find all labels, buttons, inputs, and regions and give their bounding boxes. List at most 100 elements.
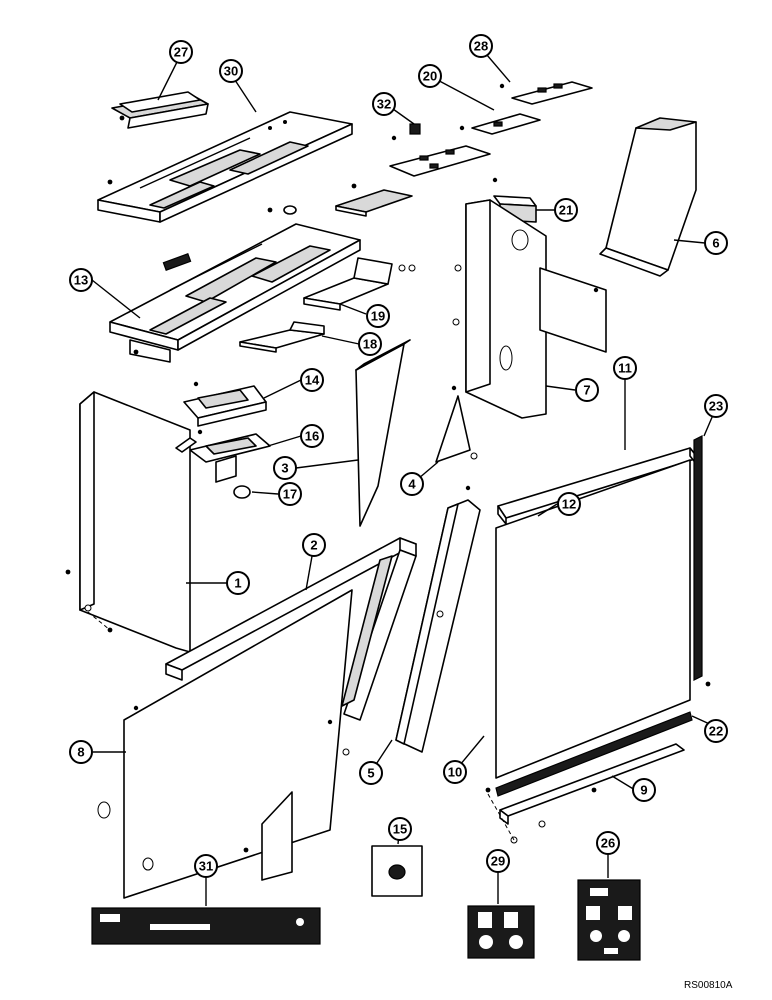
svg-text:7: 7 xyxy=(583,383,590,398)
screw-icon xyxy=(705,681,711,687)
svg-text:26: 26 xyxy=(601,836,615,851)
callout-18: 18 xyxy=(358,332,382,356)
svg-text:6: 6 xyxy=(712,236,719,251)
callout-22: 22 xyxy=(704,719,728,743)
svg-text:5: 5 xyxy=(367,766,374,781)
callout-1: 1 xyxy=(226,571,250,595)
svg-text:18: 18 xyxy=(363,337,377,352)
screw-icon xyxy=(459,125,465,131)
part-5-side-strip xyxy=(395,499,481,753)
screw-icon xyxy=(107,179,113,185)
callout-26: 26 xyxy=(596,831,620,855)
screw-icon xyxy=(133,705,139,711)
part-2-angle-channel xyxy=(165,537,417,721)
part-14-tray xyxy=(183,385,267,427)
screw-icon xyxy=(133,349,139,355)
callout-16: 16 xyxy=(300,424,324,448)
svg-text:16: 16 xyxy=(305,429,319,444)
part-31-long-panel xyxy=(91,907,321,945)
screw-icon xyxy=(197,429,203,435)
callout-21: 21 xyxy=(554,198,578,222)
svg-text:4: 4 xyxy=(408,477,416,492)
screw-icon xyxy=(593,287,599,293)
part-18-bracket xyxy=(239,321,325,353)
callout-2: 2 xyxy=(302,533,326,557)
callout-5: 5 xyxy=(359,761,383,785)
callout-9: 9 xyxy=(632,778,656,802)
callout-12: 12 xyxy=(557,492,581,516)
callout-23: 23 xyxy=(704,394,728,418)
callout-4: 4 xyxy=(400,472,424,496)
part-28-plate xyxy=(511,81,593,105)
screw-icon xyxy=(391,135,397,141)
screw-icon xyxy=(351,183,357,189)
part-8-large-panel xyxy=(97,589,353,899)
callout-19: 19 xyxy=(366,304,390,328)
svg-text:12: 12 xyxy=(562,497,576,512)
svg-text:31: 31 xyxy=(199,859,213,874)
nut-icon xyxy=(408,264,416,272)
part-1-box xyxy=(79,391,197,653)
svg-text:32: 32 xyxy=(377,97,391,112)
screw-icon xyxy=(465,485,471,491)
part-3-side-wedge xyxy=(355,339,411,527)
svg-text:17: 17 xyxy=(283,487,297,502)
svg-text:1: 1 xyxy=(234,576,241,591)
part-26-control-panel xyxy=(577,879,641,961)
screw-icon xyxy=(243,847,249,853)
svg-text:19: 19 xyxy=(371,309,385,324)
nut-icon xyxy=(470,452,478,460)
part-20-plate xyxy=(471,113,541,135)
svg-text:23: 23 xyxy=(709,399,723,414)
screw-icon xyxy=(327,719,333,725)
callout-11: 11 xyxy=(613,356,637,380)
part-22-horizontal-strip xyxy=(495,711,693,797)
part-19-angle-bracket xyxy=(303,257,393,311)
callout-20: 20 xyxy=(418,64,442,88)
part-17-bushing xyxy=(233,485,251,499)
nut-icon xyxy=(84,604,92,612)
part-27-bracket xyxy=(111,91,209,129)
mounting-plate xyxy=(389,145,491,177)
svg-text:14: 14 xyxy=(305,373,320,388)
part-30-top-plate xyxy=(97,111,353,223)
svg-text:10: 10 xyxy=(448,765,462,780)
callout-29: 29 xyxy=(486,849,510,873)
nut-icon xyxy=(342,748,350,756)
svg-text:15: 15 xyxy=(393,822,407,837)
callout-27: 27 xyxy=(169,40,193,64)
part-32-knob xyxy=(409,123,421,135)
angle-plate xyxy=(335,189,413,217)
callout-7: 7 xyxy=(575,378,599,402)
screw-icon xyxy=(451,385,457,391)
part-4-triangle xyxy=(435,395,471,463)
screw-icon xyxy=(119,115,125,121)
svg-text:28: 28 xyxy=(474,39,488,54)
screw-icon xyxy=(485,787,491,793)
callout-3: 3 xyxy=(273,456,297,480)
svg-text:11: 11 xyxy=(618,361,632,376)
part-15-decal xyxy=(371,845,423,897)
knob-icon xyxy=(283,205,297,215)
callout-32: 32 xyxy=(372,92,396,116)
callout-28: 28 xyxy=(469,34,493,58)
part-7-vertical-frame xyxy=(465,199,607,419)
callout-15: 15 xyxy=(388,817,412,841)
svg-text:2: 2 xyxy=(310,538,317,553)
part-10-flat-panel xyxy=(495,459,691,779)
screw-icon xyxy=(193,381,199,387)
svg-text:13: 13 xyxy=(74,273,88,288)
svg-text:30: 30 xyxy=(224,64,238,79)
part-16-holder xyxy=(189,433,271,483)
part-21-block xyxy=(493,195,537,223)
switch-icon xyxy=(162,253,192,271)
screw-icon xyxy=(267,207,273,213)
nut-icon xyxy=(398,264,406,272)
svg-text:22: 22 xyxy=(709,724,723,739)
callout-14: 14 xyxy=(300,368,324,392)
svg-text:29: 29 xyxy=(491,854,505,869)
screw-icon xyxy=(65,569,71,575)
callout-30: 30 xyxy=(219,59,243,83)
nut-icon xyxy=(454,264,462,272)
